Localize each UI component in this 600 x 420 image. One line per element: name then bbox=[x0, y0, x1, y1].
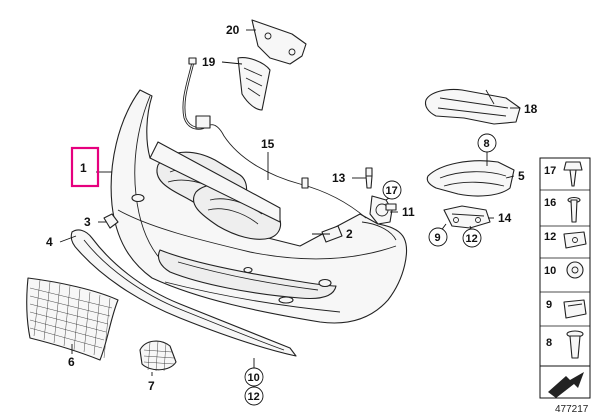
expansion-rivet-icon bbox=[566, 330, 584, 359]
direction-arrow-icon bbox=[539, 365, 591, 399]
mounting-bracket[interactable] bbox=[443, 205, 491, 229]
panel-label-8: 8 bbox=[546, 337, 552, 349]
panel-label-17: 17 bbox=[544, 165, 556, 177]
callout-11: 11 bbox=[402, 205, 415, 219]
callout-12-circle: 12 bbox=[462, 228, 482, 248]
panel-label-9: 9 bbox=[546, 299, 552, 311]
callout-10-12-stack: 10 12 bbox=[244, 367, 264, 406]
svg-text:12: 12 bbox=[248, 391, 260, 403]
callout-17-circle: 17 bbox=[382, 180, 402, 200]
callout-8-circle: 8 bbox=[477, 133, 497, 153]
screw-icon bbox=[563, 161, 583, 187]
callout-9-circle: 9 bbox=[428, 227, 448, 247]
highlight-box bbox=[70, 146, 100, 188]
small-grille[interactable] bbox=[139, 340, 177, 372]
callout-1: 1 bbox=[80, 161, 87, 175]
callout-20: 20 bbox=[226, 23, 240, 37]
panel-label-10: 10 bbox=[544, 265, 556, 277]
panel-label-12: 12 bbox=[544, 231, 556, 243]
callout-7: 7 bbox=[148, 379, 155, 393]
air-duct-left[interactable] bbox=[237, 57, 271, 111]
bumper-cover[interactable] bbox=[110, 89, 407, 324]
svg-text:9: 9 bbox=[435, 232, 441, 244]
bracket-top[interactable] bbox=[251, 19, 307, 65]
panel-label-16: 16 bbox=[544, 197, 556, 209]
callout-19: 19 bbox=[202, 55, 216, 69]
svg-text:10: 10 bbox=[248, 372, 260, 384]
nozzle[interactable] bbox=[365, 167, 373, 189]
reference-number: 477217 bbox=[555, 404, 589, 415]
callout-2: 2 bbox=[346, 227, 353, 241]
callout-5: 5 bbox=[518, 169, 525, 183]
fastener-panel bbox=[539, 157, 591, 399]
callout-13: 13 bbox=[332, 171, 346, 185]
pin-icon bbox=[567, 196, 581, 223]
clip-part[interactable] bbox=[103, 213, 119, 229]
callout-14: 14 bbox=[498, 211, 512, 225]
air-duct-upper[interactable] bbox=[424, 88, 521, 125]
callout-4: 4 bbox=[46, 235, 53, 249]
callout-15: 15 bbox=[261, 137, 275, 151]
washer-hose[interactable] bbox=[182, 57, 367, 219]
svg-text:12: 12 bbox=[466, 233, 478, 245]
front-spoiler[interactable] bbox=[70, 229, 297, 357]
fog-light-cover[interactable] bbox=[426, 160, 515, 197]
callout-18: 18 bbox=[524, 102, 538, 116]
tow-eye-cover[interactable] bbox=[321, 225, 343, 243]
spring-nut-icon bbox=[563, 299, 587, 319]
washer-icon bbox=[566, 261, 584, 279]
clip-nut-icon bbox=[563, 231, 587, 249]
callout-6: 6 bbox=[68, 355, 75, 369]
svg-text:8: 8 bbox=[484, 138, 490, 150]
svg-text:17: 17 bbox=[386, 185, 398, 197]
callout-3: 3 bbox=[84, 215, 91, 229]
mesh-grille[interactable] bbox=[26, 277, 119, 361]
sensor-module[interactable] bbox=[369, 195, 397, 225]
